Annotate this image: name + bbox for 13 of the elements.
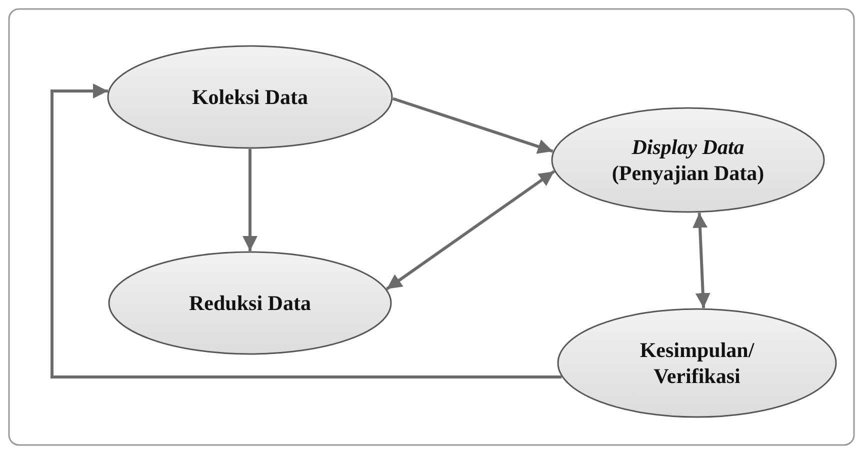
process-ellipse bbox=[551, 107, 825, 213]
node-label: Koleksi Data bbox=[190, 84, 310, 110]
node-label: Kesimpulan/ Verifikasi bbox=[638, 336, 756, 390]
process-ellipse bbox=[108, 251, 392, 355]
arrow bbox=[386, 170, 556, 290]
process-ellipse bbox=[557, 308, 837, 418]
arrow bbox=[242, 149, 258, 251]
arrow bbox=[392, 97, 554, 154]
arrow bbox=[692, 212, 710, 308]
process-ellipse bbox=[107, 45, 393, 149]
arrow bbox=[50, 84, 562, 378]
node-label: Display Data (Penyajian Data) bbox=[610, 134, 766, 186]
node-label: Reduksi Data bbox=[188, 290, 312, 316]
